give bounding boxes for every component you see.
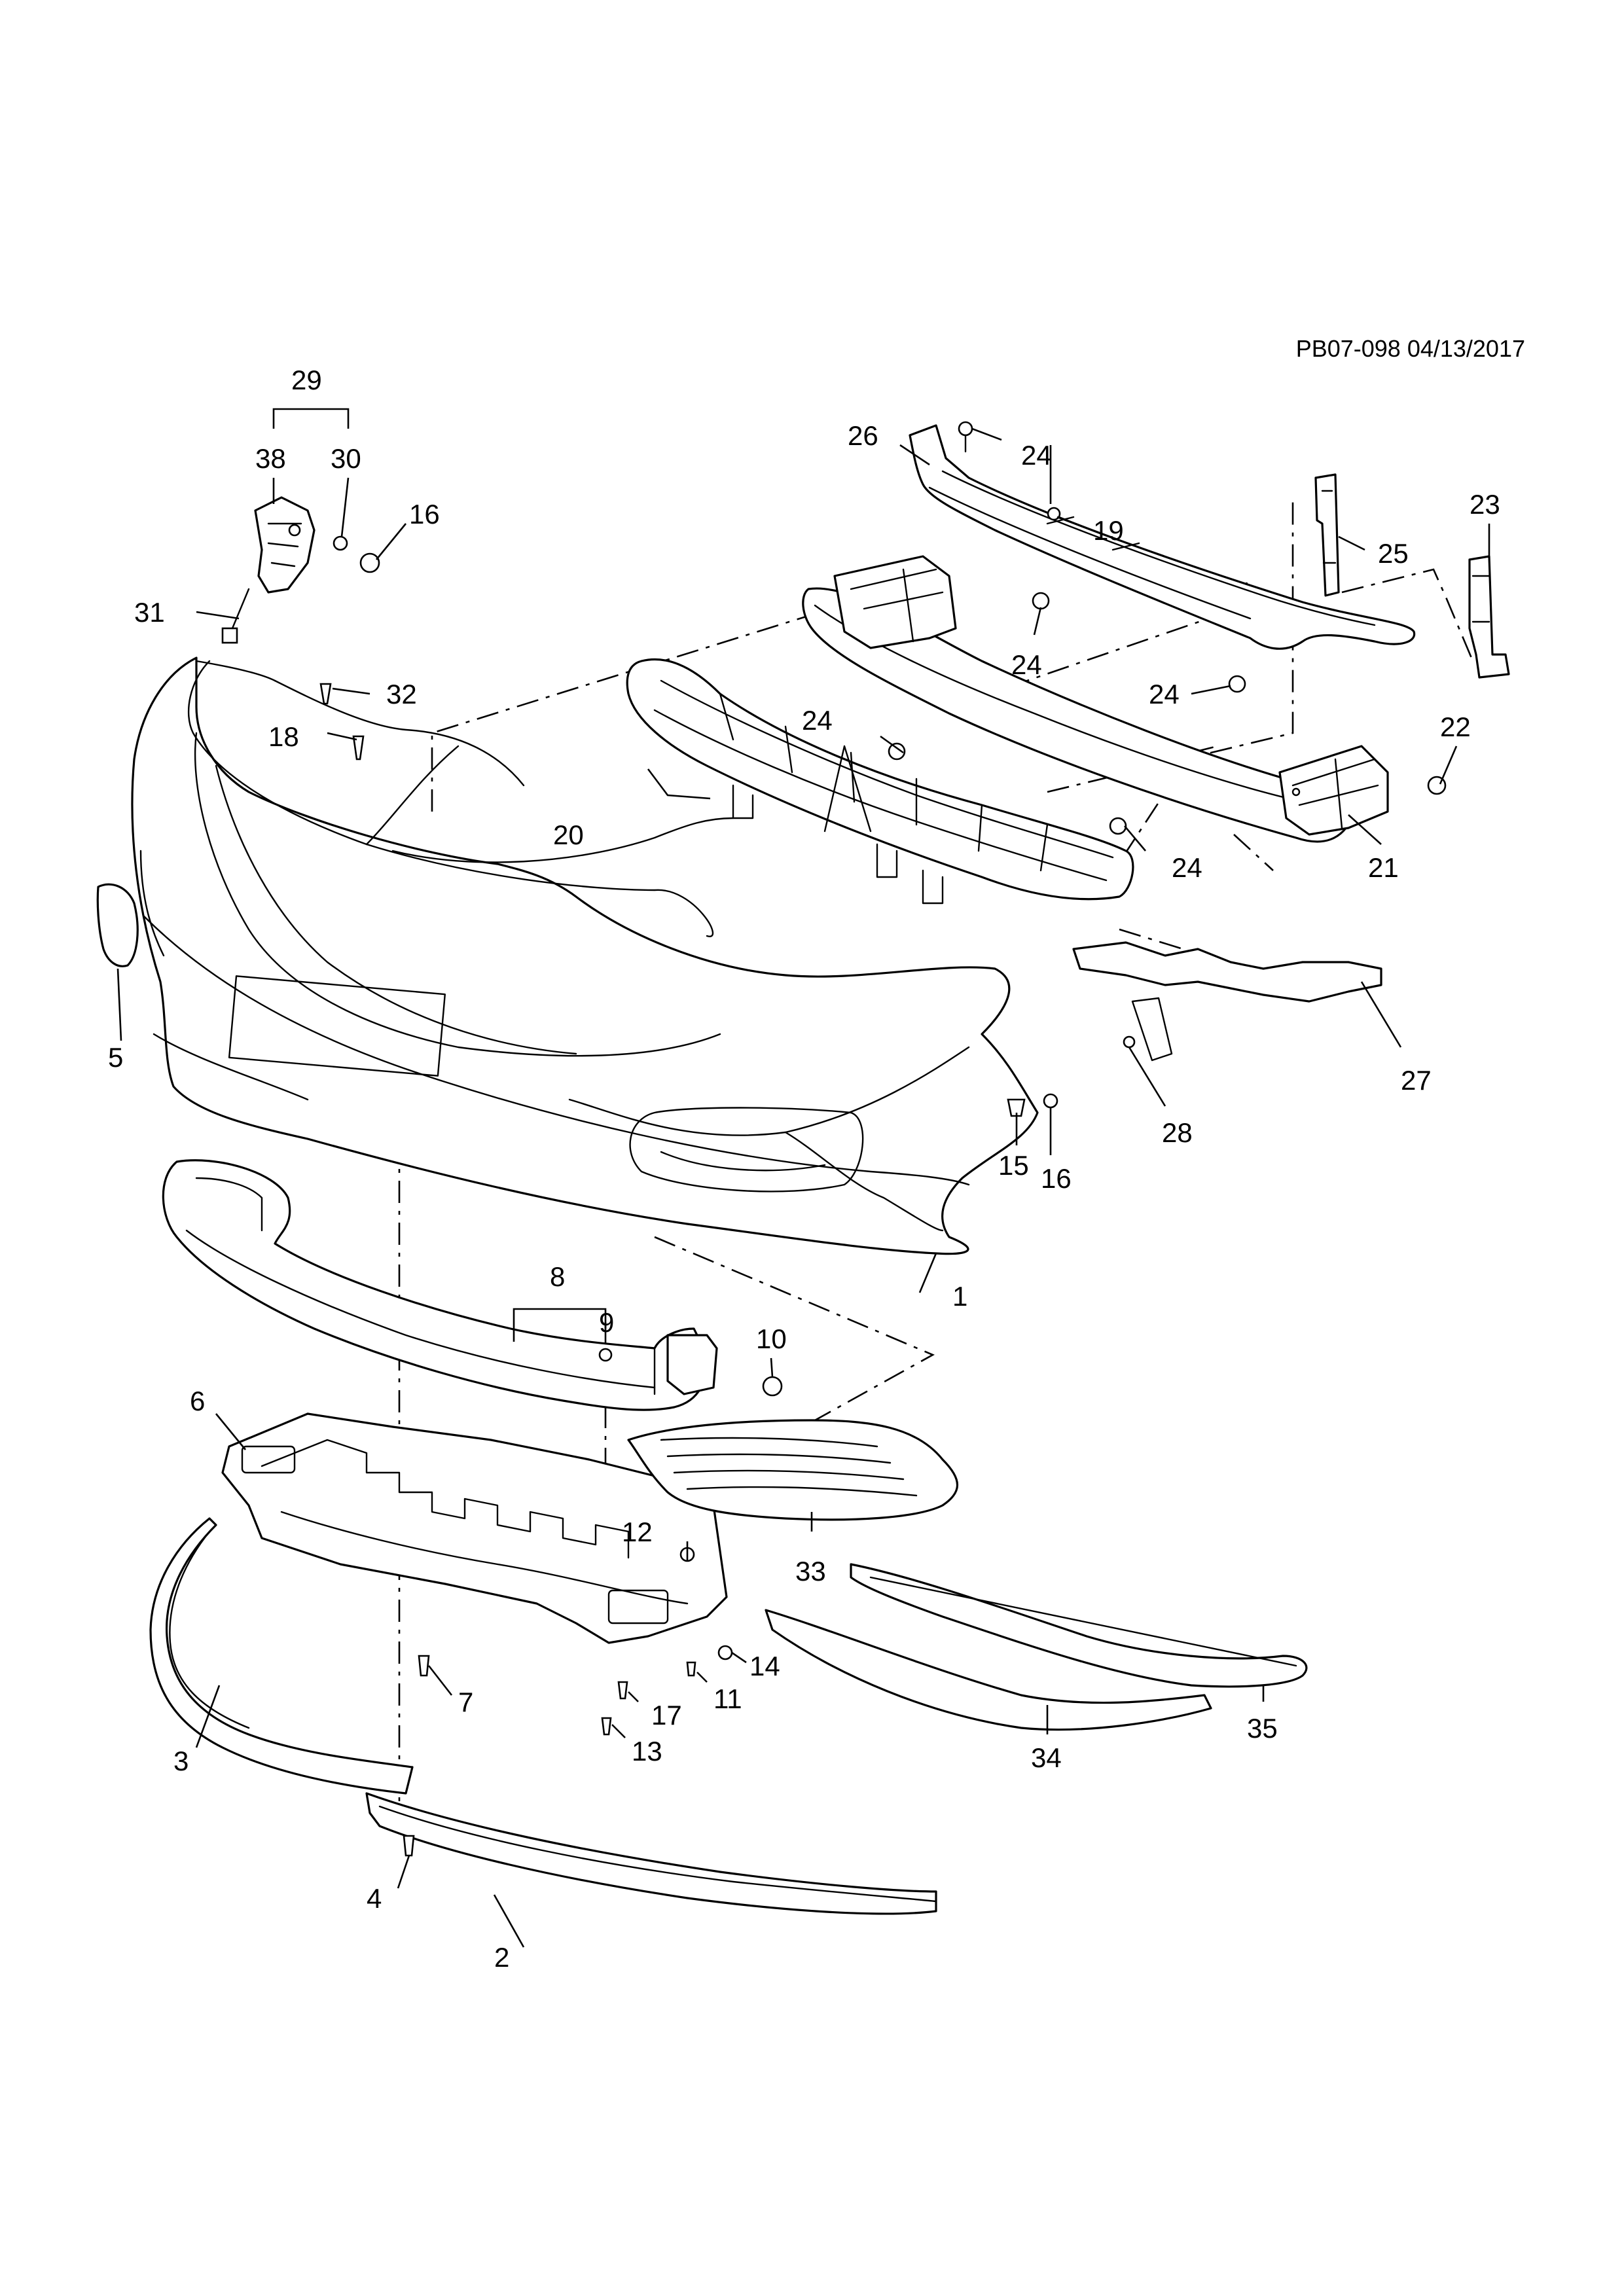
upper-tie-bar — [909, 424, 1416, 650]
fastener-10 — [762, 1376, 783, 1397]
molding-strip-35 — [850, 1563, 1308, 1688]
fastener-30 — [333, 535, 348, 551]
callout-11: 11 — [713, 1683, 742, 1714]
callout-10: 10 — [756, 1323, 787, 1354]
fastener-11 — [686, 1661, 696, 1677]
splash-shield — [221, 1412, 728, 1644]
callout-20: 20 — [553, 819, 584, 850]
callout-3: 3 — [173, 1746, 189, 1776]
fastener-18 — [352, 735, 365, 761]
callout-25: 25 — [1378, 538, 1409, 569]
lower-lip — [365, 1792, 937, 1915]
callout-5: 5 — [108, 1042, 123, 1073]
energy-absorber — [626, 658, 1134, 905]
fastener-16-right — [1043, 1093, 1058, 1109]
bracket-27 — [1072, 941, 1382, 1062]
fasteners — [319, 421, 1447, 1857]
fastener-24-left — [888, 742, 906, 761]
callout-29: 29 — [291, 365, 322, 395]
callout-22: 22 — [1440, 711, 1471, 742]
callout-6: 6 — [190, 1386, 205, 1416]
callout-16-top: 16 — [409, 499, 440, 529]
callout-33: 33 — [795, 1556, 826, 1587]
callout-28: 28 — [1162, 1117, 1193, 1148]
molding-strip-34 — [765, 1609, 1212, 1731]
fastener-14 — [717, 1645, 733, 1660]
callout-9: 9 — [599, 1307, 614, 1338]
fastener-24-mid — [1032, 592, 1050, 610]
callout-24-top: 24 — [1021, 440, 1052, 471]
callout-1: 1 — [952, 1281, 967, 1312]
callout-38: 38 — [255, 443, 286, 474]
fastener-24-low — [1109, 817, 1127, 835]
bracket-25 — [1314, 473, 1340, 597]
callout-14: 14 — [749, 1651, 780, 1681]
bracket-23 — [1468, 555, 1510, 679]
callout-23: 23 — [1470, 489, 1500, 520]
callout-34: 34 — [1031, 1742, 1062, 1773]
fastener-15 — [1007, 1098, 1026, 1117]
fastener-17 — [617, 1681, 628, 1700]
callout-24-low: 24 — [1172, 852, 1202, 883]
diagram-reference-code: PB07-098 04/13/2017 — [1296, 335, 1525, 362]
impact-bar — [802, 555, 1389, 843]
callout-18: 18 — [268, 721, 299, 752]
callout-24-mid: 24 — [1011, 649, 1042, 680]
callout-30: 30 — [331, 443, 361, 474]
callout-labels: 1 2 3 4 5 6 7 8 9 10 11 12 13 14 15 16 1… — [108, 365, 1500, 1973]
fastener-9 — [598, 1348, 613, 1362]
fastener-13 — [601, 1717, 612, 1736]
bumper-fascia — [131, 656, 1039, 1255]
leader-lines — [117, 408, 1490, 1948]
callout-35: 35 — [1247, 1713, 1278, 1744]
lower-reinforcement — [162, 1159, 718, 1411]
callout-16-right: 16 — [1041, 1163, 1072, 1194]
callout-15: 15 — [998, 1150, 1029, 1181]
callout-12: 12 — [622, 1516, 653, 1547]
callout-27: 27 — [1401, 1065, 1432, 1096]
hood-latch-assembly — [221, 496, 316, 644]
callout-8: 8 — [550, 1261, 565, 1292]
callout-4: 4 — [367, 1883, 382, 1914]
callout-24-right: 24 — [1149, 679, 1180, 709]
fog-lamp-grille — [627, 1419, 959, 1521]
callout-21: 21 — [1368, 852, 1399, 883]
callout-32: 32 — [386, 679, 417, 709]
fastener-16-top — [359, 552, 380, 573]
fastener-32 — [319, 683, 332, 705]
fastener-7 — [418, 1655, 430, 1677]
callout-2: 2 — [494, 1942, 509, 1973]
callout-31: 31 — [134, 597, 165, 628]
callout-13: 13 — [632, 1736, 662, 1767]
callout-17: 17 — [651, 1700, 682, 1731]
callout-24-left: 24 — [802, 705, 833, 736]
fastener-24-top — [958, 421, 973, 437]
fastener-28 — [1123, 1035, 1136, 1049]
callout-26: 26 — [848, 420, 878, 451]
side-cap — [96, 883, 139, 967]
fastener-24-right — [1228, 675, 1246, 693]
fastener-19 — [1047, 507, 1061, 521]
fastener-4 — [403, 1835, 415, 1857]
callout-19: 19 — [1093, 515, 1124, 546]
callout-7: 7 — [458, 1687, 473, 1717]
